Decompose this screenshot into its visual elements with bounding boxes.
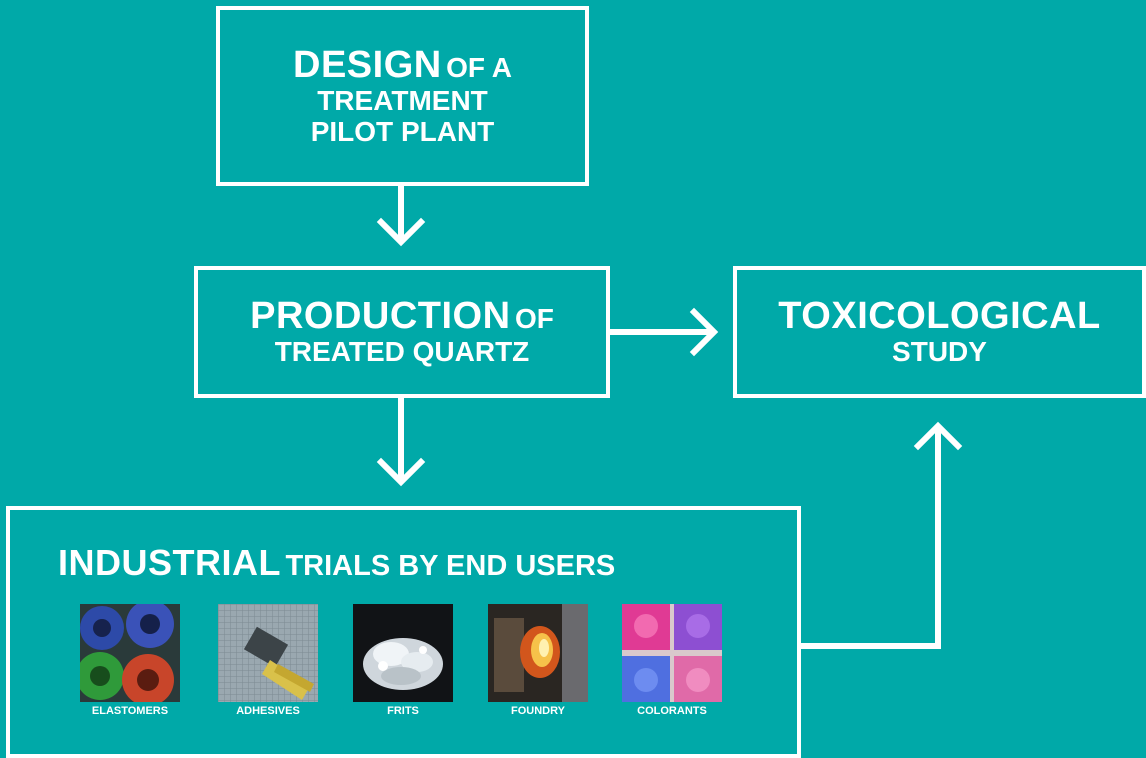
design-line-2: TREATMENT <box>317 85 488 117</box>
design-subtitle: OF A <box>446 52 512 84</box>
production-subtitle: OF <box>515 303 554 335</box>
industrial-subtitle: TRIALS BY END USERS <box>285 550 616 582</box>
production-box: PRODUCTION OF TREATED QUARTZ <box>194 266 610 398</box>
foundry-label: FOUNDRY <box>511 705 565 717</box>
design-pilot-plant-box: DESIGN OF A TREATMENT PILOT PLANT <box>216 6 589 186</box>
elastomers-photo <box>76 600 180 706</box>
design-line-3: PILOT PLANT <box>310 115 495 147</box>
toxicological-study-box: TOXICOLOGICAL STUDY <box>733 266 1146 398</box>
toxicological-line-2: STUDY <box>892 336 987 368</box>
industrial-title: INDUSTRIAL <box>58 542 281 583</box>
toxicological-title: TOXICOLOGICAL <box>778 295 1101 338</box>
design-title: DESIGN <box>293 44 442 87</box>
production-line-2: TREATED QUARTZ <box>274 336 530 368</box>
arrow-design-to-production <box>376 183 426 247</box>
industrial-heading: INDUSTRIAL TRIALS BY END USERS <box>58 542 616 583</box>
frits-photo <box>353 604 453 702</box>
adhesives-label: ADHESIVES <box>236 705 300 717</box>
foundry-photo <box>488 604 588 702</box>
elastomers-label: ELASTOMERS <box>91 705 169 717</box>
colorants-label: COLORANTS <box>637 705 707 717</box>
industrial-trials-box: INDUSTRIAL TRIALS BY END USERS ELASTOMER… <box>6 506 801 758</box>
adhesives-photo <box>218 604 318 702</box>
arrow-production-to-industrial <box>376 395 426 487</box>
production-title: PRODUCTION <box>250 295 511 338</box>
frits-label: FRITS <box>387 705 419 717</box>
arrow-industrial-to-toxicological <box>798 421 963 649</box>
colorants-photo <box>622 604 722 702</box>
arrow-production-to-toxicological <box>607 307 719 357</box>
